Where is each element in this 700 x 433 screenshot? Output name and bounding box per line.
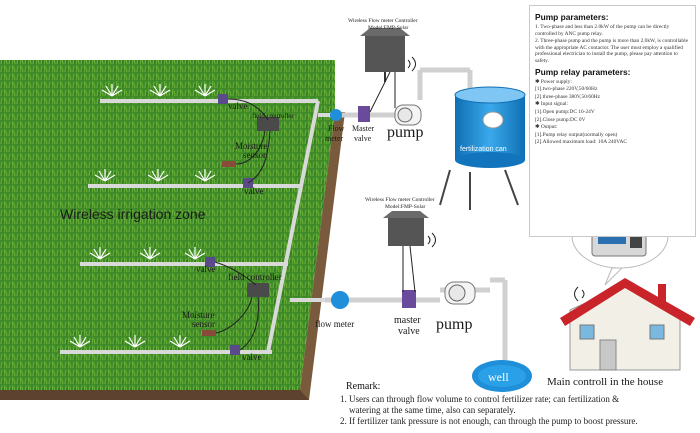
lower-master-label: master bbox=[394, 315, 421, 326]
upper-controller-title: Wireless Flow meter Controller bbox=[348, 18, 418, 24]
relay-param: ✱ Output: bbox=[535, 124, 558, 131]
relay-param: [1].Open pump:DC 16-24V bbox=[535, 108, 595, 115]
lower-main-pipe bbox=[325, 277, 508, 360]
grass-field bbox=[0, 60, 345, 400]
remark-block: Remark: 1. Users can through flow volume… bbox=[340, 381, 700, 433]
relay-param: ✱ Input signal: bbox=[535, 101, 568, 108]
sensor-label-1: sensor bbox=[243, 150, 266, 160]
master-valve-label: valve bbox=[354, 134, 372, 143]
lower-flow-controller bbox=[383, 211, 436, 293]
pump-param-2: 2. Three-phase pump and the pump is more… bbox=[535, 38, 689, 64]
wireless-signal-icon bbox=[574, 286, 585, 302]
flow-meter-label: flow meter bbox=[315, 319, 354, 329]
upper-controller-model: Model:FMP-Solar bbox=[368, 25, 409, 31]
fertilization-tank bbox=[439, 86, 526, 210]
flow-label: Flow bbox=[328, 124, 345, 133]
valve-label-2: valve bbox=[244, 186, 264, 196]
pump-param-1: 1. Two-phase and less than 2.0kW of the … bbox=[535, 24, 670, 37]
field-pipe-network bbox=[60, 99, 340, 354]
well-label: well bbox=[488, 370, 509, 384]
wireless-signal-icon bbox=[407, 56, 416, 72]
valve-label-1: valve bbox=[228, 101, 248, 111]
lower-controller-model: Model:FMP-Solar bbox=[385, 204, 426, 210]
remark-title: Remark: bbox=[346, 381, 381, 392]
house-label: Main controll in the house bbox=[547, 376, 663, 388]
meter-label: meter bbox=[325, 134, 344, 143]
lower-controller-title: Wireless Flow meter Controller bbox=[365, 197, 435, 203]
remark-line: 2. If fertilizer tank pressure is not en… bbox=[340, 416, 638, 426]
pump-parameters-panel: Pump parameters: 1. Two-phase and less t… bbox=[529, 5, 696, 237]
lower-pump-label: pump bbox=[436, 316, 472, 333]
lower-master-valve-label: valve bbox=[398, 326, 420, 337]
moisture-label-2: Moisture bbox=[182, 310, 215, 320]
upper-flow-controller bbox=[360, 28, 416, 113]
house bbox=[560, 278, 695, 371]
relay-param: [1].two-phase 220V,50/60Hz bbox=[535, 86, 598, 93]
zone-label: Wireless irrigation zone bbox=[60, 206, 206, 222]
relay-param: ✱ Power supply: bbox=[535, 78, 572, 85]
well bbox=[472, 360, 532, 392]
valve-label-3: valve bbox=[196, 264, 216, 274]
wireless-signal-icon bbox=[427, 232, 436, 248]
sprinkler-heads bbox=[69, 84, 216, 348]
sensor-label-2: sensor bbox=[192, 319, 215, 329]
master-label: Master bbox=[352, 124, 375, 133]
upper-pump-label: pump bbox=[387, 124, 423, 141]
moisture-label-1: Moisture bbox=[235, 141, 268, 151]
fertilization-can-label: fertilization can bbox=[460, 146, 507, 153]
relay-parameters-title: Pump relay parameters: bbox=[535, 66, 631, 77]
pump-parameters-title: Pump parameters: bbox=[535, 12, 609, 22]
remark-line: watering at the same time, also can sepa… bbox=[340, 405, 516, 415]
field-wires bbox=[214, 98, 271, 351]
relay-param: [2].Allowed maximum load: 10A 240VAC bbox=[535, 139, 627, 146]
upper-main-pipe bbox=[330, 67, 473, 126]
field-controller-label-2: field controller bbox=[228, 272, 282, 282]
relay-param: [2].three-phase 380V,50/60Hz bbox=[535, 93, 601, 100]
remark-line: 1. Users can through flow volume to cont… bbox=[340, 394, 620, 404]
relay-param: [1].Pump relay output(normally open) bbox=[535, 131, 618, 138]
relay-param: [2].Close pump:DC 0V bbox=[535, 116, 586, 123]
valve-label-4: valve bbox=[242, 352, 262, 362]
field-controller-label-1: field controller bbox=[252, 112, 294, 120]
